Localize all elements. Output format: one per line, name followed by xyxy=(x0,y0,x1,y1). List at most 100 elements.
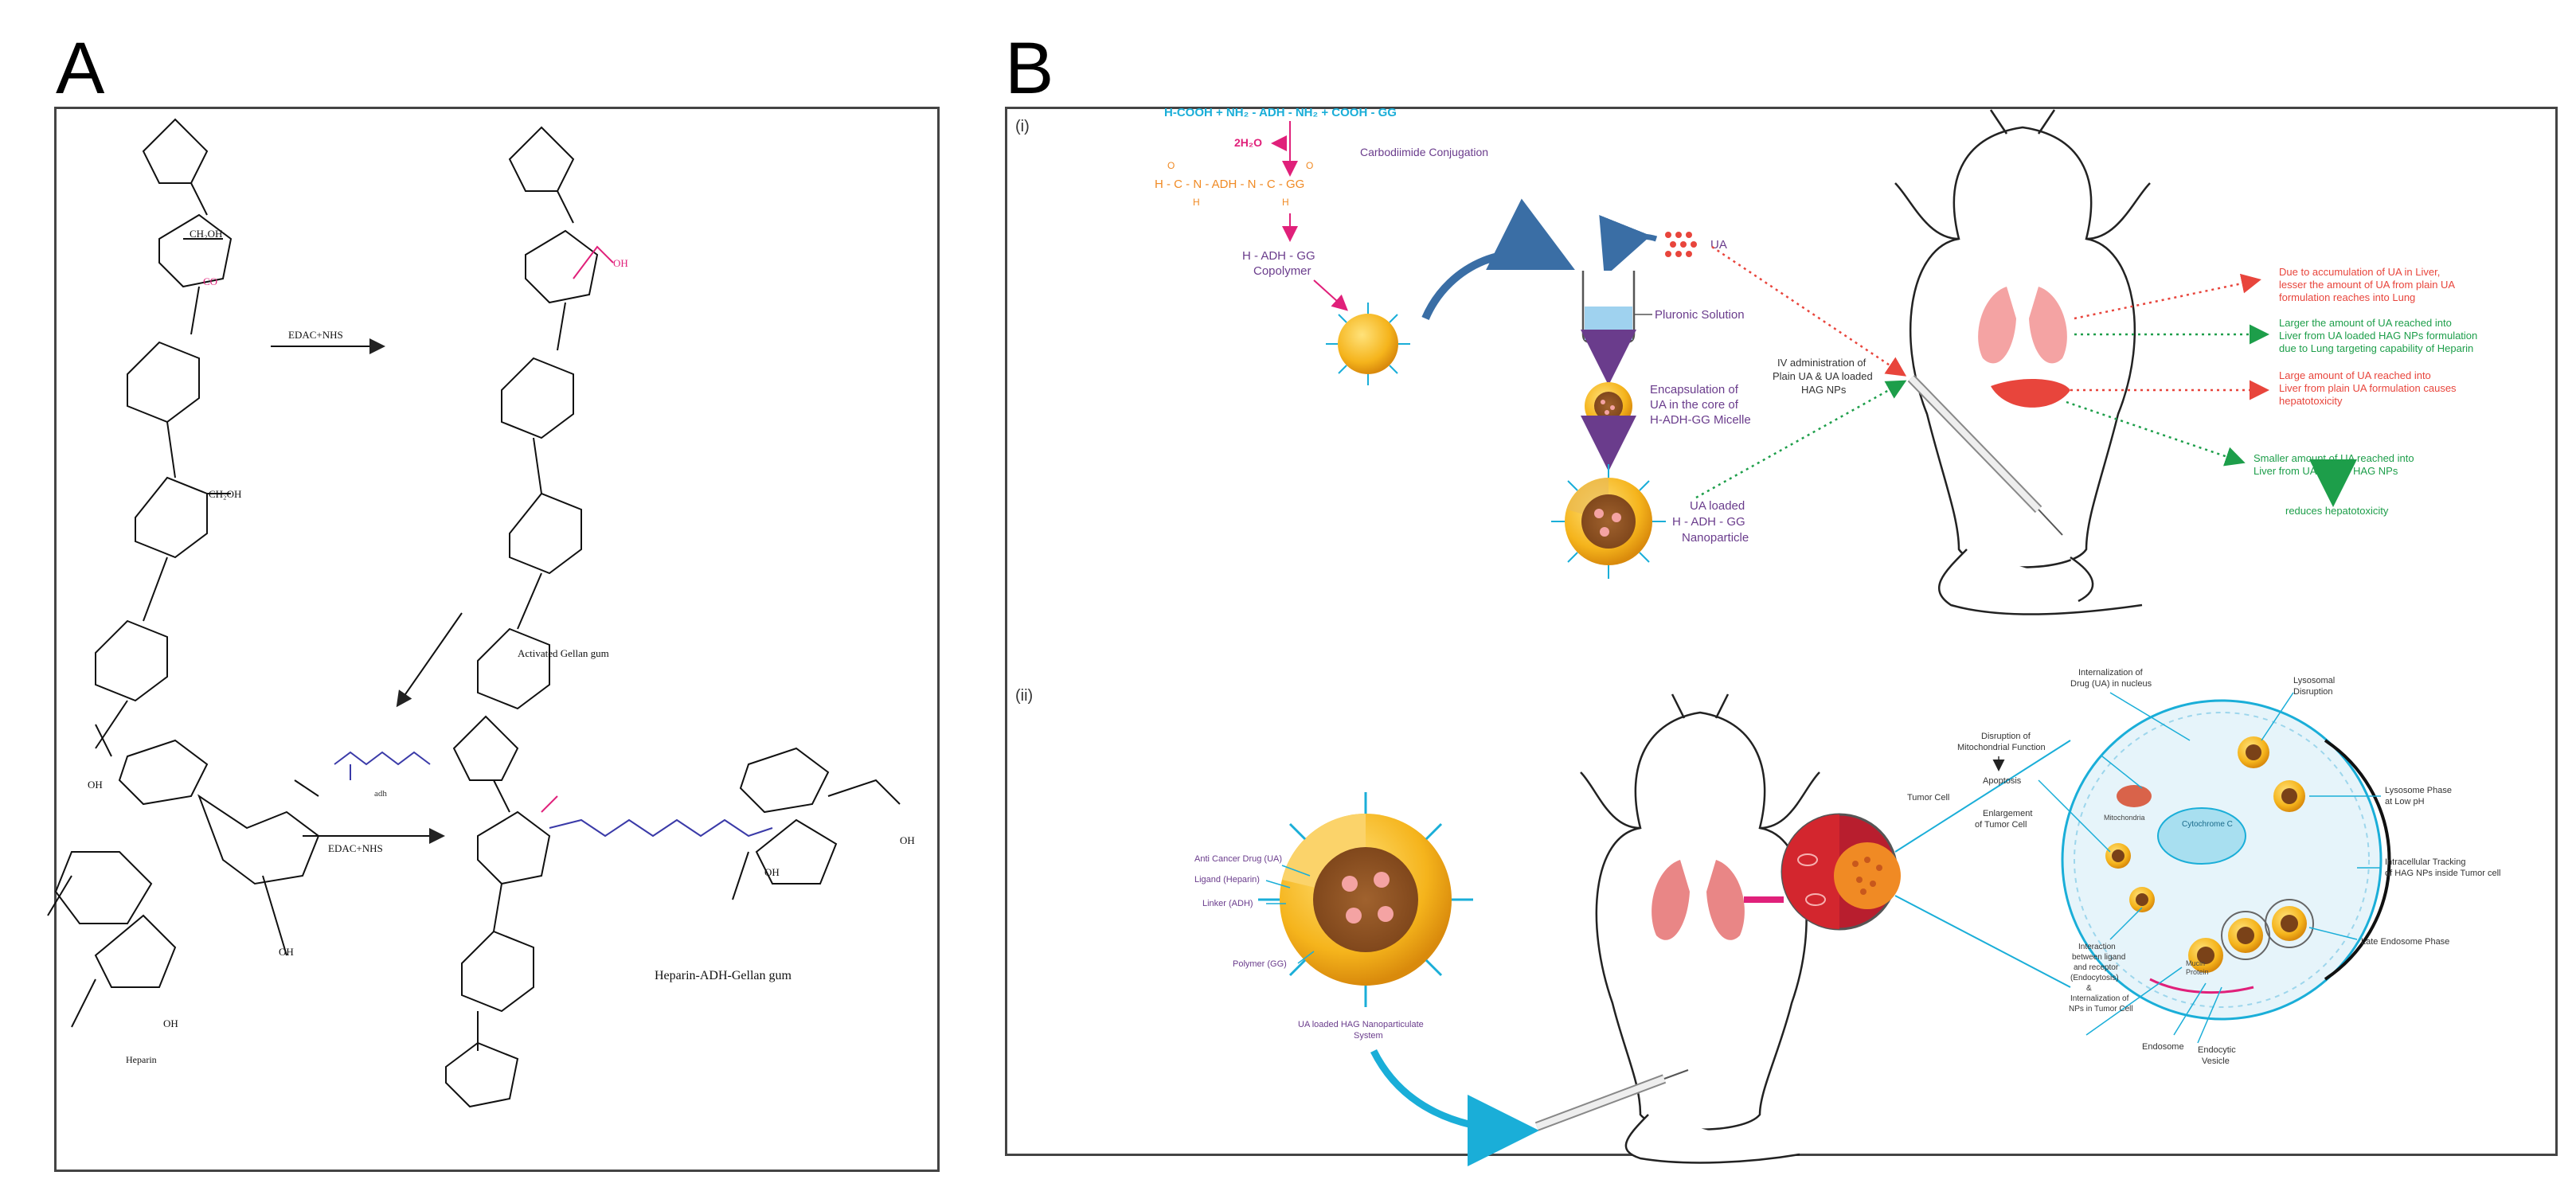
receptor-2: Protein xyxy=(2186,968,2209,976)
np-caption-1: UA loaded HAG Nanoparticulate xyxy=(1298,1020,1424,1029)
svg-text:CH₂OH: CH₂OH xyxy=(190,228,222,240)
syringe-bottom xyxy=(1534,1069,1689,1131)
svg-text:CO: CO xyxy=(203,275,217,287)
np-legend-drug: Anti Cancer Drug (UA) xyxy=(1194,854,1282,864)
interaction-2: between ligand xyxy=(2072,953,2125,962)
interaction-6: Internalization of xyxy=(2070,994,2129,1003)
np-legend-polymer: Polymer (GG) xyxy=(1233,959,1287,969)
panel-a-frame xyxy=(54,107,940,1172)
note-red-2-a: Large amount of UA reached into xyxy=(2279,369,2431,381)
copolymer-line-2: Copolymer xyxy=(1253,264,1311,278)
note-red-1-c: formulation reaches into Lung xyxy=(2279,291,2415,303)
interaction-3: and receptor xyxy=(2074,963,2119,972)
iv-admin-2: Plain UA & UA loaded xyxy=(1773,370,1873,382)
svg-text:OH: OH xyxy=(900,834,915,846)
svg-text:OH: OH xyxy=(764,866,780,878)
ua-loaded-3: Nanoparticle xyxy=(1682,531,1749,545)
lysosomal-2: Disruption xyxy=(2293,687,2333,697)
copolymer-line-1: H - ADH - GG xyxy=(1242,249,1315,263)
np-caption-2: System xyxy=(1354,1031,1383,1041)
apoptosis-label: Apoptosis xyxy=(1983,776,2022,786)
gellan-chain-left xyxy=(95,118,233,749)
note-green-1-a: Larger the amount of UA reached into xyxy=(2279,317,2452,329)
mouse-bottom-lungs xyxy=(1652,860,1745,940)
adh-label: adh xyxy=(374,789,387,799)
np-legend-ligand: Ligand (Heparin) xyxy=(1194,875,1260,885)
internalization-drug-1: Internalization of xyxy=(2078,668,2144,678)
note-red-1-a: Due to accumulation of UA in Liver, xyxy=(2279,266,2440,278)
encapsulation-2: UA in the core of xyxy=(1650,398,1739,412)
cytochrome-label: Cytochrome C xyxy=(2182,820,2233,829)
heparin-structure xyxy=(47,724,320,1028)
lysosomal-1: Lysosomal xyxy=(2293,676,2335,685)
panel-a-diagram: CH₂OH CH₂OH CO EDAC+NHS OH Activated Gel… xyxy=(47,118,915,1108)
receptor-1: Mucin xyxy=(2186,959,2205,967)
ua-particles xyxy=(1665,232,1697,257)
svg-text:O: O xyxy=(1306,160,1313,171)
enlargement-1: Enlargement xyxy=(1983,809,2032,818)
carbodiimide-label: Carbodiimide Conjugation xyxy=(1360,146,1488,158)
interaction-7: NPs in Tumor Cell xyxy=(2069,1005,2133,1013)
iv-admin-3: HAG NPs xyxy=(1801,384,1847,396)
heparin-label: Heparin xyxy=(126,1054,157,1065)
internalization-drug-2: Drug (UA) in nucleus xyxy=(2070,679,2152,689)
panel-b-letter: B xyxy=(1005,28,1054,109)
endosome-label: Endosome xyxy=(2142,1042,2184,1052)
pluronic-label: Pluronic Solution xyxy=(1655,308,1745,322)
ua-loaded-1: UA loaded xyxy=(1690,499,1745,513)
encapsulation-1: Encapsulation of xyxy=(1650,383,1739,396)
conjugation-scheme: H-COOH + NH₂ - ADH - NH₂ + COOH - GG 2H₂… xyxy=(1155,106,1488,311)
reagent-top: EDAC+NHS xyxy=(288,329,343,341)
reagent-bottom: EDAC+NHS xyxy=(328,842,383,854)
svg-text:H: H xyxy=(1193,197,1200,208)
iv-admin-1: IV administration of xyxy=(1777,357,1867,369)
note-green-1-c: due to Lung targeting capability of Hepa… xyxy=(2279,342,2473,354)
svg-text:OH: OH xyxy=(88,779,103,791)
svg-text:OH: OH xyxy=(279,946,294,958)
product-label: Heparin-ADH-Gellan gum xyxy=(655,969,792,982)
svg-text:OH: OH xyxy=(163,1017,178,1029)
tumor-zoom xyxy=(1781,813,1901,931)
note-red-2-b: Liver from plain UA formulation causes xyxy=(2279,382,2457,394)
activated-gellan-label: Activated Gellan gum xyxy=(518,647,609,659)
big-nanoparticle xyxy=(1258,792,1473,1007)
enlargement-2: of Tumor Cell xyxy=(1975,820,2027,830)
micelle-small xyxy=(1326,303,1410,385)
lysosome-phase-2: at Low pH xyxy=(2385,797,2425,806)
interaction-1: Interaction xyxy=(2078,943,2116,951)
equation-line: H-COOH + NH₂ - ADH - NH₂ + COOH - GG xyxy=(1164,106,1397,119)
mouse-top xyxy=(1894,109,2151,615)
mouse-top-organs xyxy=(1978,287,2070,408)
product-structure xyxy=(445,715,901,1108)
micelle-encapsulated xyxy=(1585,382,1632,430)
note-green-2-b: Liver from UA loaded HAG NPs xyxy=(2254,465,2398,477)
note-red-1-b: lesser the amount of UA from plain UA xyxy=(2279,279,2455,291)
syringe-top xyxy=(1907,374,2063,536)
interaction-4: (Endocytosis) xyxy=(2070,974,2119,982)
panel-a-letter: A xyxy=(56,28,105,109)
encapsulation-3: H-ADH-GG Micelle xyxy=(1650,413,1751,427)
conjugate-line: H - C - N - ADH - N - C - GG xyxy=(1155,178,1304,191)
svg-text:CH₂OH: CH₂OH xyxy=(209,488,241,500)
note-red-2-c: hepatotoxicity xyxy=(2279,395,2343,407)
sub-panel-i: (i) xyxy=(1015,118,1030,135)
note-green-1-b: Liver from UA loaded HAG NPs formulation xyxy=(2279,330,2477,342)
intracellular-2: of HAG NPs inside Tumor cell xyxy=(2385,869,2501,878)
tumor-cell-label: Tumor Cell xyxy=(1907,793,1949,803)
note-green-2-a: Smaller amount of UA reached into xyxy=(2254,452,2414,464)
gellan-chain-right xyxy=(477,126,599,710)
svg-text:OH: OH xyxy=(613,257,628,269)
np-legend-linker: Linker (ADH) xyxy=(1202,899,1253,908)
beaker xyxy=(1581,271,1652,344)
endocytic-2: Vesicle xyxy=(2202,1056,2230,1066)
mouse-bottom xyxy=(1580,693,1820,1164)
ua-label: UA xyxy=(1710,238,1727,252)
disruption-2: Mitochondrial Function xyxy=(1957,743,2046,752)
ua-loaded-nanoparticle xyxy=(1551,464,1666,579)
water-label: 2H₂O xyxy=(1234,136,1262,149)
svg-text:H: H xyxy=(1282,197,1289,208)
intracellular-1: Intracellular Tracking xyxy=(2385,857,2466,867)
mitochondria-label: Mitochondria xyxy=(2104,814,2145,822)
disruption-1: Disruption of xyxy=(1981,732,2031,741)
